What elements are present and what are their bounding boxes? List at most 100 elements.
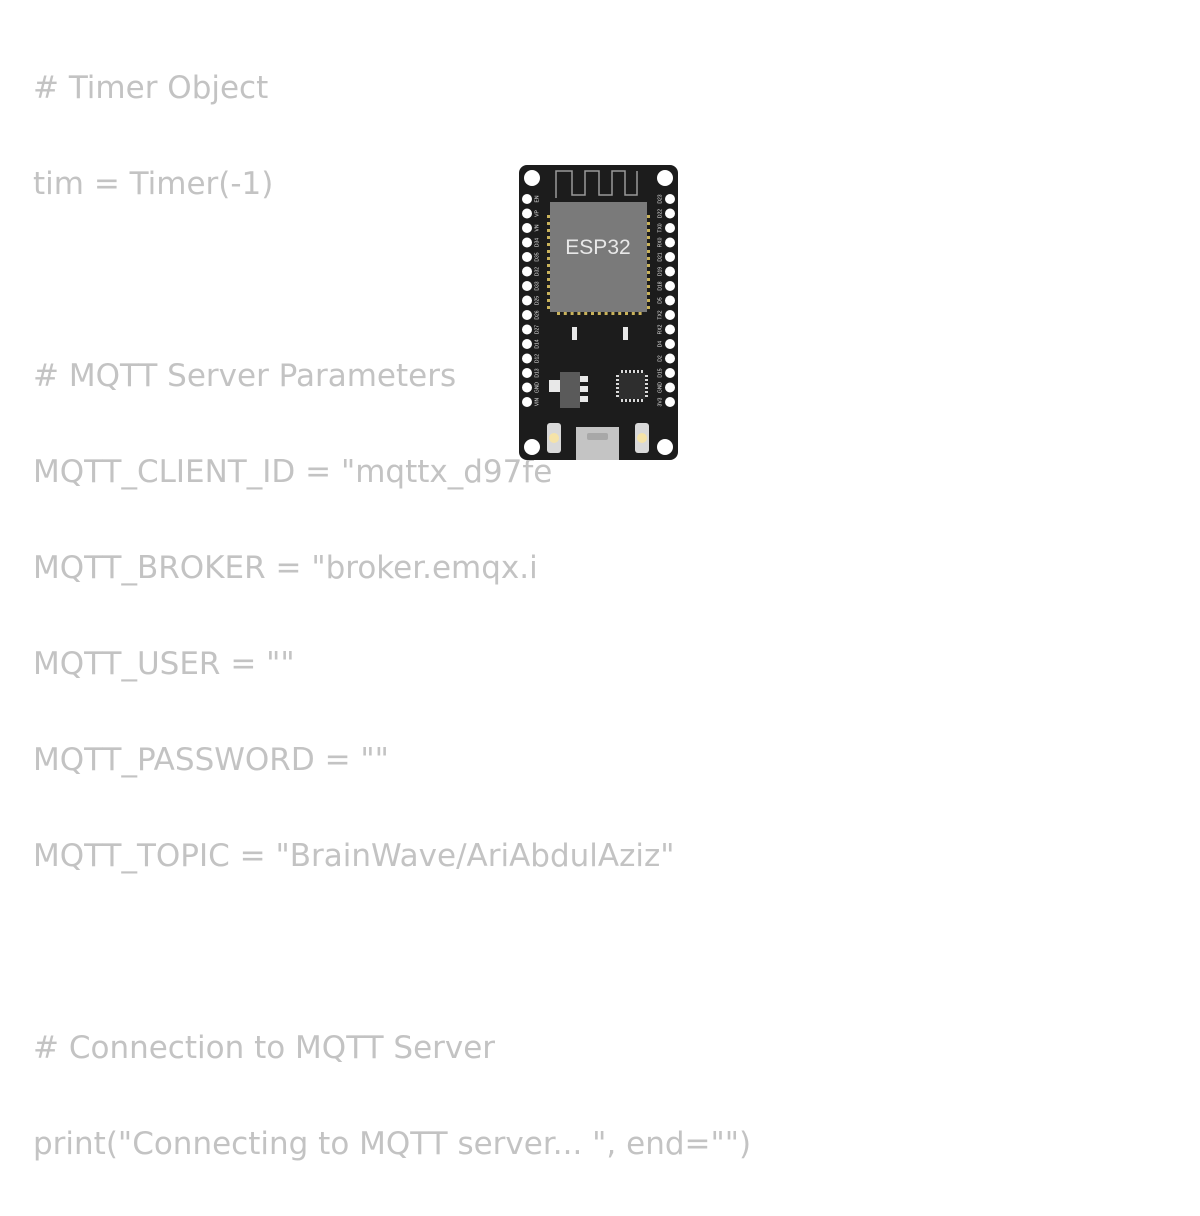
pin-vin[interactable] (522, 397, 532, 407)
chip-pin (616, 383, 619, 385)
module-pad (645, 250, 650, 253)
pin-label-vp: VP (535, 210, 541, 217)
pin-d27[interactable] (522, 324, 532, 335)
pin-d13[interactable] (522, 368, 532, 378)
module-pad (570, 310, 574, 315)
code-line-2: tim = Timer(-1) (33, 166, 274, 202)
module-pad (591, 310, 594, 315)
pin-vp[interactable] (522, 208, 532, 219)
chip-pin (641, 370, 643, 373)
voltage-regulator (549, 372, 588, 408)
module-pads (547, 215, 650, 315)
smd-component (572, 327, 577, 340)
module-pad (604, 310, 608, 315)
module-pad (547, 271, 552, 274)
pin-gnd[interactable] (522, 382, 532, 393)
pin-d18[interactable] (665, 281, 675, 291)
antenna-trace (555, 170, 638, 198)
pin-label-d35: D35 (535, 252, 541, 261)
pin-tx0[interactable] (665, 223, 675, 233)
pin-label-d5: D5 (658, 297, 664, 304)
boot-button (635, 423, 649, 453)
pin-label-d22: D22 (658, 209, 664, 218)
module-pad (631, 310, 635, 315)
pin-d23[interactable] (665, 194, 675, 204)
pin-d5[interactable] (665, 295, 675, 306)
pin-label-d23: D23 (658, 194, 664, 203)
pin-d32[interactable] (522, 266, 532, 277)
module-pad (547, 278, 552, 281)
mount-hole (657, 439, 673, 455)
code-line-9: MQTT_TOPIC = "BrainWave/AriAbdulAziz" (33, 838, 675, 874)
pin-d21[interactable] (665, 252, 675, 262)
pin-en[interactable] (522, 194, 532, 204)
pin-d12[interactable] (522, 353, 532, 364)
module-pad (645, 257, 650, 260)
pin-d34[interactable] (522, 237, 532, 248)
module-pad (645, 229, 650, 232)
pin-d19[interactable] (665, 266, 675, 277)
pin-label-gnd: GND (658, 382, 664, 394)
pin-d22[interactable] (665, 208, 675, 219)
pin-d25[interactable] (522, 295, 532, 306)
pin-d4[interactable] (665, 339, 675, 349)
module-pad (547, 222, 552, 225)
module-pad (563, 310, 567, 315)
chip-pin (645, 395, 648, 397)
chip-pin (621, 399, 623, 402)
chip-pin (616, 391, 619, 393)
module-pad (547, 257, 552, 260)
module-pad (547, 243, 552, 246)
chip-pin (645, 375, 648, 377)
pin-label-en: EN (535, 195, 541, 202)
pin-label-rx0: RX0 (658, 237, 664, 247)
mount-hole (524, 439, 540, 455)
pin-tx2[interactable] (665, 310, 675, 320)
pin-d33[interactable] (522, 281, 532, 291)
right-pin-header: D23D22TX0RX0D21D19D18D5TX2RX2D4D2D15GND3… (658, 194, 675, 407)
pin-d35[interactable] (522, 252, 532, 262)
code-line-4: # MQTT Server Parameters (33, 358, 457, 394)
module-pad (577, 310, 581, 315)
code-line-7: MQTT_USER = "" (33, 646, 295, 682)
chip-pin (629, 399, 631, 402)
pin-label-d26: D26 (535, 310, 541, 319)
pin-d14[interactable] (522, 339, 532, 349)
pin-rx0[interactable] (665, 237, 675, 248)
module-pad (645, 299, 650, 302)
pin-d2[interactable] (665, 353, 675, 364)
code-line-11: # Connection to MQTT Server (33, 1030, 496, 1066)
code-line-12: print("Connecting to MQTT server... ", e… (33, 1126, 752, 1162)
module-pad (645, 236, 650, 239)
pin-d26[interactable] (522, 310, 532, 320)
chip-pin (629, 370, 631, 373)
chip-pin (637, 370, 639, 373)
chip-pin (645, 379, 648, 381)
en-button (547, 423, 561, 453)
chip-pin (616, 375, 619, 377)
pin-d15[interactable] (665, 368, 675, 378)
chip-pin (616, 395, 619, 397)
chip-pin (645, 383, 648, 385)
chip-pin (621, 370, 623, 373)
pin-3v3[interactable] (665, 397, 675, 407)
chip-pin (641, 399, 643, 402)
code-line-1: # Timer Object (33, 70, 269, 106)
code-line-10 (33, 928, 751, 976)
module-pad (597, 310, 601, 315)
module-pad (547, 236, 552, 239)
pin-vn[interactable] (522, 223, 532, 233)
chip-pin (625, 399, 627, 402)
module-pad (645, 215, 650, 218)
module-pad (547, 299, 552, 302)
pin-label-d12: D12 (535, 354, 541, 363)
module-pad (645, 222, 650, 225)
pin-label-3v3: 3V3 (658, 397, 664, 406)
module-pad (547, 285, 552, 288)
pin-gnd[interactable] (665, 382, 675, 393)
pin-label-d19: D19 (658, 267, 664, 276)
pin-rx2[interactable] (665, 324, 675, 335)
chip-pin (645, 391, 648, 393)
chip-pin (616, 379, 619, 381)
